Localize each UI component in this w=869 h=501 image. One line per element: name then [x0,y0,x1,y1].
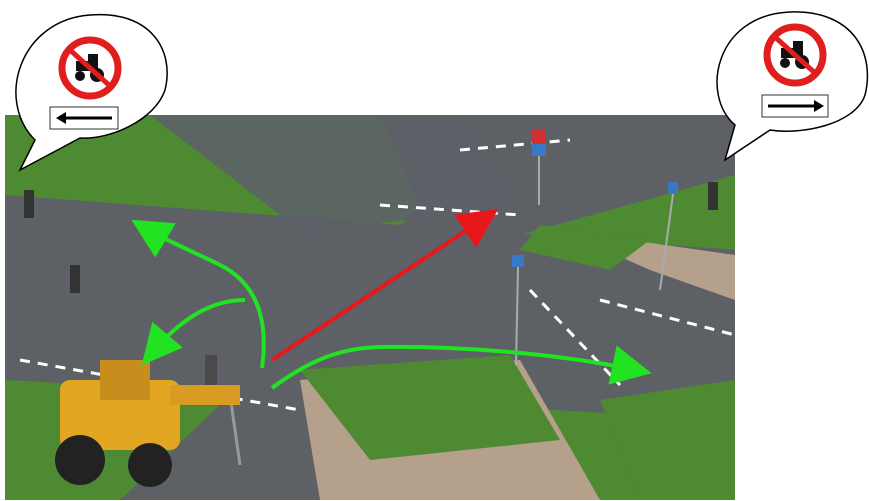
left-arrow-plate [49,106,119,130]
left-turn-arrow [131,219,266,369]
straight-arrow [270,209,499,362]
road-diagonal [120,115,735,500]
road-upper [150,115,520,230]
grass-right [600,380,735,500]
movement-arrows [131,209,652,390]
left-sign-callout [15,13,168,172]
no-tractors-sign [58,36,122,100]
no-tractors-sign [763,23,827,87]
right-turn-arrow [270,344,652,390]
grass-island-right [520,225,650,270]
grass-island [300,355,560,460]
u-turn-arrow [141,298,246,366]
right-sign-callout [716,11,869,162]
wheel-loader [55,360,240,487]
right-arrow-plate [761,94,829,118]
road-signs [512,130,678,366]
scene-image [5,115,736,500]
